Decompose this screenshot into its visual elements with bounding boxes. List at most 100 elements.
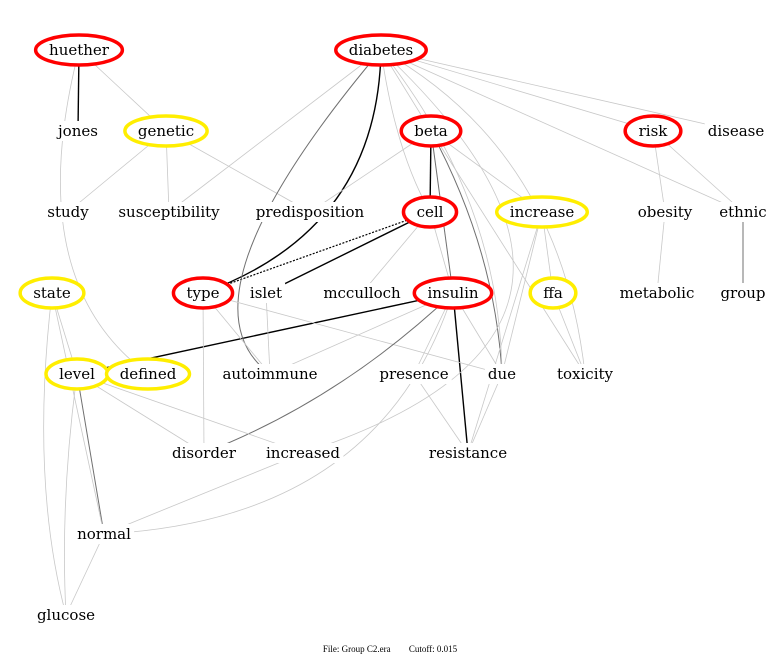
node-label: islet (250, 284, 282, 302)
node-label: risk (639, 122, 669, 140)
edge-state-normal (51, 292, 105, 535)
edge-diabetes-disease (380, 49, 737, 132)
node-highlight-red (412, 276, 494, 310)
node-jones[interactable]: jones (53, 121, 101, 141)
node-defined[interactable]: defined (104, 357, 192, 391)
edge-insulin-autoimmune (269, 292, 454, 375)
node-metabolic[interactable]: metabolic (616, 283, 698, 303)
node-label: metabolic (620, 284, 695, 302)
edge-insulin-resistance (452, 292, 469, 454)
node-obesity[interactable]: obesity (634, 202, 696, 222)
edge-increase-resistance (467, 211, 543, 454)
node-type[interactable]: type (171, 276, 235, 310)
edge-beta-toxicity (430, 130, 586, 375)
node-resistance[interactable]: resistance (425, 443, 511, 463)
edge-insulin-normal (103, 292, 454, 535)
node-increase[interactable]: increase (494, 195, 590, 229)
edge-diabetes-due (380, 49, 503, 375)
node-autoimmune[interactable]: autoimmune (219, 364, 321, 384)
node-background (53, 121, 101, 141)
node-highlight-red (623, 114, 683, 148)
edge-diabetes-ethnic (380, 49, 744, 213)
node-highlight-red (334, 33, 428, 67)
node-background (716, 202, 770, 222)
node-insulin[interactable]: insulin (412, 276, 494, 310)
node-toxicity[interactable]: toxicity (553, 364, 617, 384)
node-label: presence (379, 365, 448, 383)
footer-cutoff: Cutoff: 0.015 (408, 644, 458, 654)
edge-due-resistance (467, 373, 503, 454)
node-highlight-yellow (528, 276, 578, 310)
node-islet[interactable]: islet (246, 283, 286, 303)
node-label: diabetes (349, 41, 413, 59)
node-background (484, 364, 520, 384)
node-label: group (720, 284, 765, 302)
node-label: type (187, 284, 220, 302)
node-group[interactable]: group (717, 283, 769, 303)
node-study[interactable]: study (44, 202, 93, 222)
edge-state-glucose (43, 292, 67, 616)
node-label: insulin (427, 284, 478, 302)
node-disease[interactable]: disease (704, 121, 768, 141)
node-label: autoimmune (222, 365, 317, 383)
node-background (376, 364, 452, 384)
node-background (616, 283, 698, 303)
edge-normal-glucose (65, 533, 105, 616)
node-label: huether (49, 41, 110, 59)
node-highlight-red (33, 33, 125, 67)
node-label: level (59, 365, 95, 383)
node-label: increased (266, 444, 340, 462)
node-label: disease (708, 122, 765, 140)
node-label: beta (414, 122, 448, 140)
node-glucose[interactable]: glucose (33, 605, 99, 625)
node-background (169, 443, 240, 463)
node-highlight-red (401, 195, 459, 229)
node-label: obesity (638, 203, 693, 221)
node-normal[interactable]: normal (74, 524, 135, 544)
node-due[interactable]: due (484, 364, 520, 384)
node-susceptibility[interactable]: susceptibility (115, 202, 224, 222)
node-label: predisposition (256, 203, 365, 221)
node-highlight-red (399, 114, 463, 148)
edge-huether-defined (60, 49, 149, 375)
node-diabetes[interactable]: diabetes (334, 33, 428, 67)
node-ffa[interactable]: ffa (528, 276, 578, 310)
node-label: study (47, 203, 89, 221)
node-background (219, 364, 321, 384)
node-predisposition[interactable]: predisposition (252, 202, 368, 222)
node-label: cell (417, 203, 444, 221)
node-label: toxicity (557, 365, 614, 383)
node-presence[interactable]: presence (376, 364, 452, 384)
edge-presence-resistance (413, 373, 469, 454)
node-label: resistance (429, 444, 507, 462)
node-label: state (33, 284, 71, 302)
node-background (262, 443, 344, 463)
node-risk[interactable]: risk (623, 114, 683, 148)
edge-diabetes-autoimmune (237, 49, 382, 375)
node-genetic[interactable]: genetic (123, 114, 209, 148)
node-highlight-yellow (123, 114, 209, 148)
node-increased[interactable]: increased (262, 443, 344, 463)
edge-islet-autoimmune (265, 292, 271, 375)
edge-cell-islet (265, 211, 431, 294)
node-highlight-red (171, 276, 235, 310)
node-background (74, 524, 135, 544)
edge-diabetes-type (202, 49, 382, 294)
node-background (44, 202, 93, 222)
node-ethnic[interactable]: ethnic (716, 202, 770, 222)
node-label: ethnic (719, 203, 766, 221)
node-background (246, 283, 286, 303)
node-cell[interactable]: cell (401, 195, 459, 229)
node-beta[interactable]: beta (399, 114, 463, 148)
edge-type-due (202, 292, 503, 375)
node-background (320, 283, 405, 303)
node-mcculloch[interactable]: mcculloch (320, 283, 405, 303)
node-huether[interactable]: huether (33, 33, 125, 67)
node-level[interactable]: level (44, 357, 110, 391)
node-state[interactable]: state (18, 276, 86, 310)
node-disorder[interactable]: disorder (169, 443, 240, 463)
edge-level-increased (76, 373, 304, 454)
footer-file: File: Group C2.era (322, 644, 391, 654)
node-label: glucose (37, 606, 95, 624)
